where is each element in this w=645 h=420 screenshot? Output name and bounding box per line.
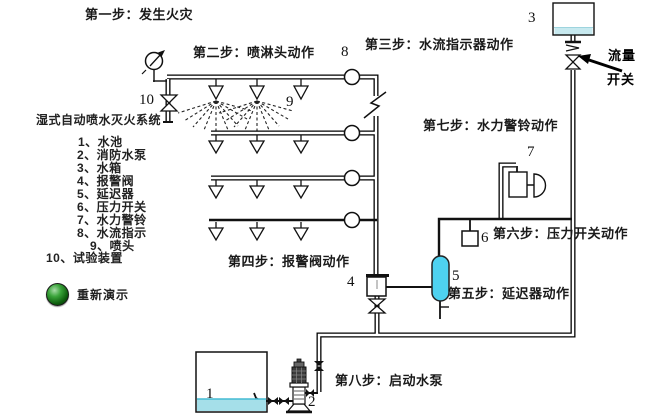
legend-title: 湿式自动喷水灭火系统: [36, 113, 162, 127]
legend-item-9: 9、喷头: [90, 239, 135, 253]
marker-pool: 1: [206, 386, 214, 402]
marker-tank: 3: [528, 10, 536, 26]
legend-item-8: 8、水流指示: [77, 226, 147, 240]
marker-flow-indicator: 8: [341, 44, 349, 60]
flow-switch-icon: [564, 44, 582, 70]
water-pool-icon: [195, 351, 268, 413]
step8-label: 第八步：启动水泵: [335, 373, 444, 388]
green-sphere-icon[interactable]: [46, 283, 69, 306]
step7-label: 第七步：水力警铃动作: [423, 118, 559, 133]
legend-item-6: 6、压力开关: [77, 200, 147, 214]
pipes-inner: [166, 35, 575, 392]
step4-label: 第四步：报警阀动作: [228, 254, 350, 269]
flow-switch-label-line2: 开关: [607, 72, 636, 87]
pipe-break-symbol: [363, 91, 387, 119]
spray-pattern: [177, 100, 294, 131]
legend-item-1: 1、水池: [78, 135, 123, 149]
marker-bell: 7: [527, 144, 535, 160]
roof-tank-icon: [552, 2, 595, 36]
pressure-switch-icon: [461, 230, 479, 247]
alarm-bell-icon: [508, 171, 547, 198]
legend-item-5: 5、延迟器: [77, 187, 135, 201]
pressure-gauge-icon: [141, 50, 165, 75]
step3-label: 第三步：水流指示器动作: [365, 37, 514, 52]
marker-alarm-valve: 4: [347, 274, 355, 290]
flow-switch-label-line1: 流量: [608, 48, 637, 63]
fire-pump-icon: [286, 358, 312, 414]
sprinkler-heads: [207, 79, 310, 242]
marker-pump: 2: [308, 394, 316, 410]
retarder-icon: [431, 255, 450, 302]
replay-button[interactable]: 重新演示: [46, 283, 129, 306]
test-valve-icon: [159, 94, 179, 112]
pipes-outline: [165, 35, 576, 392]
marker-pressure-switch: 6: [481, 230, 489, 246]
step1-label: 第一步：发生火灾: [85, 7, 194, 22]
step6-label: 第六步：压力开关动作: [493, 226, 629, 241]
legend-item-2: 2、消防水泵: [77, 148, 147, 162]
replay-button-label: 重新演示: [77, 288, 130, 302]
step5-label: 第五步：延迟器动作: [448, 286, 570, 301]
legend-item-3: 3、水箱: [77, 161, 122, 175]
step2-label: 第二步：喷淋头动作: [193, 45, 315, 60]
alarm-valve-icon: [366, 276, 387, 314]
marker-sprinkler: 9: [286, 94, 294, 110]
flow-switch-arrow-icon: [578, 54, 623, 73]
check-valve-icons: [268, 361, 324, 405]
marker-retarder: 5: [452, 268, 460, 284]
water-flow-indicators: [343, 68, 361, 229]
legend-item-4: 4、报警阀: [77, 174, 135, 188]
legend-item-10: 10、试验装置: [46, 251, 123, 265]
legend-item-7: 7、水力警铃: [77, 213, 147, 227]
marker-test-device: 10: [139, 92, 154, 108]
